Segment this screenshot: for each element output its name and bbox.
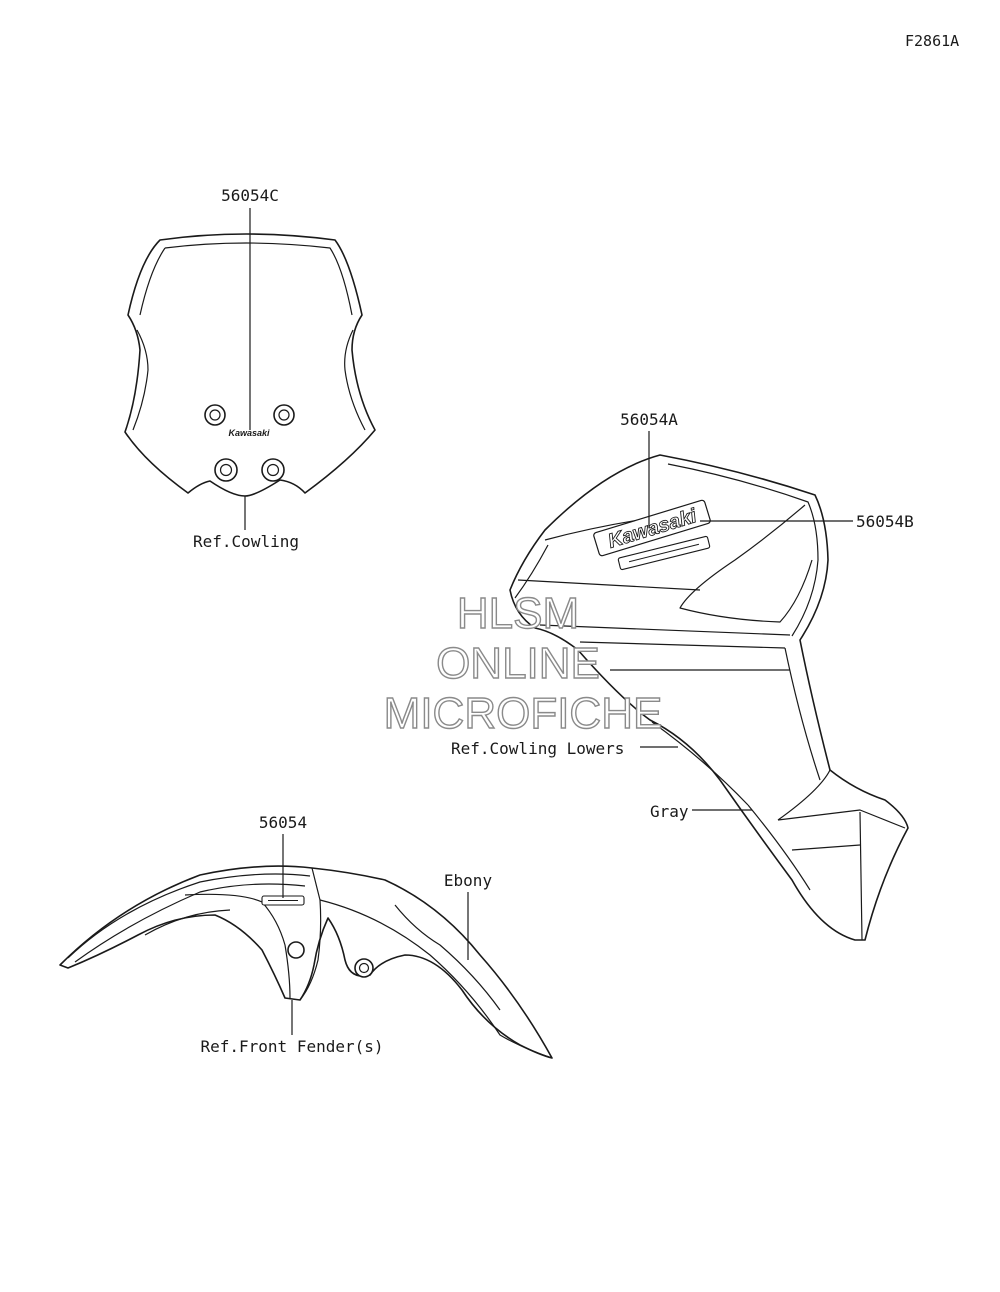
watermark: HLSM ONLINE MICROFICHE [383, 588, 663, 738]
windshield-mount-bosses [204, 404, 295, 482]
fender-color-label: Ebony [444, 871, 493, 890]
fender-drawing [59, 865, 553, 1059]
cowling-color-label: Gray [650, 802, 689, 821]
ref-cowling-lowers-label: Ref.Cowling Lowers [451, 739, 624, 758]
watermark-line-3: MICROFICHE [384, 689, 663, 738]
part-label-56054b: 56054B [856, 512, 914, 531]
part-label-56054c: 56054C [221, 186, 279, 205]
windshield-decal: Kawasaki [228, 428, 270, 438]
figure-code: F2861A [905, 32, 959, 50]
ref-cowling-label: Ref.Cowling [193, 532, 299, 551]
ref-front-fender-label: Ref.Front Fender(s) [200, 1037, 383, 1056]
cowling-drawing: Kawasaki [509, 454, 909, 941]
watermark-line-1: HLSM [457, 589, 579, 638]
watermark-line-2: ONLINE [436, 639, 600, 688]
part-label-56054: 56054 [259, 813, 307, 832]
part-label-56054a: 56054A [620, 410, 678, 429]
